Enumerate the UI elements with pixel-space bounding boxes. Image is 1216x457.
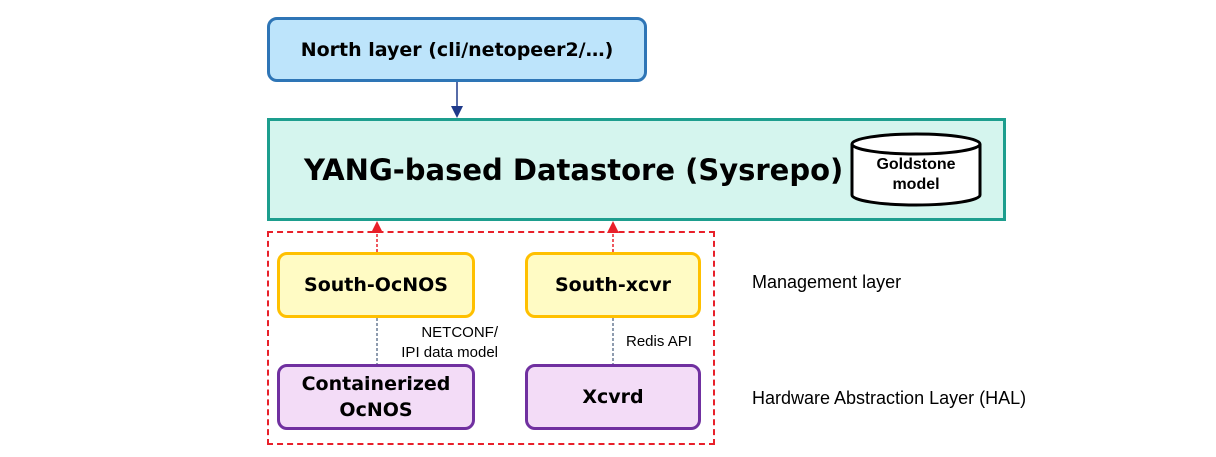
- north-layer-box: North layer (cli/netopeer2/…): [267, 17, 647, 82]
- south-region-dashed-border: [267, 231, 715, 445]
- xcvrd-box: Xcvrd: [525, 364, 701, 430]
- north-layer-label: North layer (cli/netopeer2/…): [300, 38, 614, 61]
- containerized-ocnos-box: Containerized OcNOS: [277, 364, 475, 430]
- goldstone-model-label: Goldstone model: [876, 156, 956, 193]
- xcvrd-label: Xcvrd: [582, 386, 644, 408]
- containerized-ocnos-label: Containerized OcNOS: [301, 373, 451, 421]
- south-xcvr-box: South-xcvr: [525, 252, 701, 318]
- datastore-label: YANG-based Datastore (Sysrepo): [304, 152, 844, 187]
- redis-link-label: Redis API: [626, 333, 692, 350]
- hal-layer-label: Hardware Abstraction Layer (HAL): [752, 388, 1027, 408]
- south-ocnos-box: South-OcNOS: [277, 252, 475, 318]
- netconf-link-label: NETCONF/ IPI data model: [401, 324, 498, 361]
- south-xcvr-label: South-xcvr: [554, 274, 672, 296]
- south-ocnos-label: South-OcNOS: [304, 274, 448, 296]
- management-layer-label: Management layer: [752, 272, 902, 292]
